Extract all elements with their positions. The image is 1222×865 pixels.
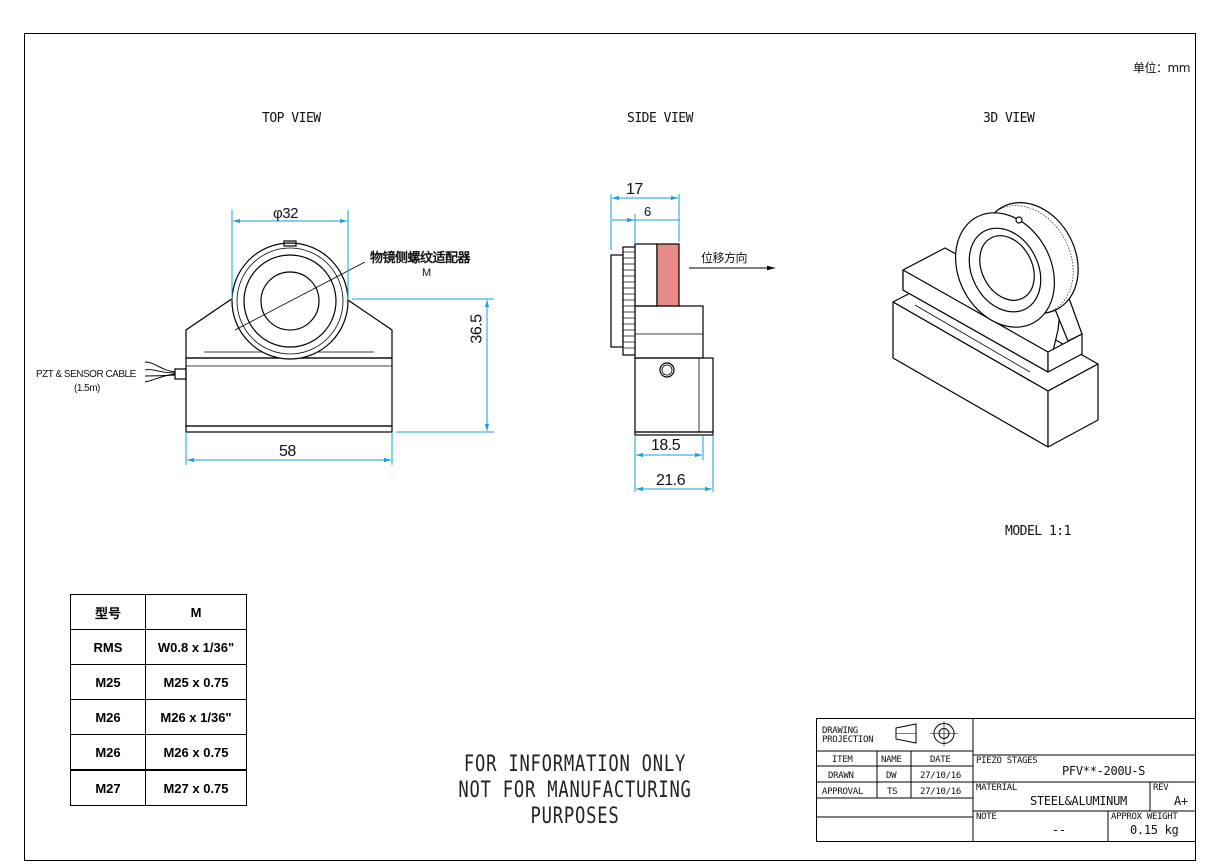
side-view-hole bbox=[659, 362, 675, 378]
note-label: NOTE bbox=[976, 812, 997, 822]
cable-label: PZT & SENSOR CABLE bbox=[36, 369, 136, 380]
product-label: PIEZO STAGES bbox=[976, 756, 1038, 766]
projection-label-1: DRAWING bbox=[822, 726, 858, 736]
dim-17-label: 17 bbox=[626, 181, 643, 198]
side-view-ring-knurl bbox=[622, 246, 636, 356]
thread-table-header-model: 型号 bbox=[70, 594, 146, 630]
table-cell-model: RMS bbox=[70, 629, 146, 665]
col-name: NAME bbox=[881, 755, 902, 765]
width-dim-label: 58 bbox=[279, 443, 296, 460]
col-item: ITEM bbox=[832, 755, 853, 765]
top-view-base bbox=[185, 357, 393, 427]
material-label: MATERIAL bbox=[976, 783, 1017, 793]
table-cell-thread: W0.8 x 1/36" bbox=[145, 629, 247, 665]
weight-label: APPROX WEIGHT bbox=[1111, 812, 1178, 822]
col-date: DATE bbox=[930, 755, 951, 765]
approval-name: TS bbox=[887, 787, 898, 797]
drawn-date: 27/10/16 bbox=[920, 771, 961, 781]
iso-aperture bbox=[979, 235, 1035, 301]
part-number: PFV**-200U-S bbox=[1062, 764, 1146, 778]
projection-symbol-icon bbox=[895, 721, 958, 746]
side-view-title: SIDE VIEW bbox=[627, 111, 693, 126]
projection-label-2: PROJECTION bbox=[822, 735, 874, 745]
dim-21-6-label: 21.6 bbox=[656, 472, 686, 489]
height-dim-label: 36.5 bbox=[468, 314, 486, 344]
diameter-dim-label: φ32 bbox=[273, 205, 298, 222]
material-value: STEEL&ALUMINUM bbox=[1030, 794, 1127, 808]
top-view-tab bbox=[283, 240, 297, 247]
drawing-frame bbox=[24, 33, 1196, 861]
table-row: M27 M27 x 0.75 bbox=[70, 769, 247, 806]
thread-table-header-m: M bbox=[145, 594, 247, 630]
side-view-moving-part bbox=[656, 243, 680, 307]
table-cell-thread: M25 x 0.75 bbox=[145, 664, 247, 700]
title-block-grid bbox=[816, 718, 1196, 842]
table-cell-model: M26 bbox=[70, 699, 146, 735]
iso-base-side bbox=[1047, 363, 1099, 448]
rev-label: REV bbox=[1153, 783, 1169, 793]
model-scale-label: MODEL 1:1 bbox=[1005, 524, 1071, 539]
dim-6-label: 6 bbox=[644, 204, 651, 219]
table-row: M26 M26 x 0.75 bbox=[70, 734, 247, 771]
table-cell-model: M27 bbox=[70, 769, 146, 806]
rev-value: A+ bbox=[1174, 794, 1188, 808]
top-view-aperture bbox=[260, 271, 320, 331]
approval-label: APPROVAL bbox=[822, 787, 863, 797]
weight-value: 0.15 kg bbox=[1130, 823, 1179, 837]
table-cell-model: M25 bbox=[70, 664, 146, 700]
drawn-label: DRAWN bbox=[828, 771, 854, 781]
disclaimer-line-2: NOT FOR MANUFACTURING PURPOSES bbox=[458, 778, 692, 829]
note-value: -- bbox=[1052, 823, 1066, 837]
side-view-ring-front bbox=[610, 254, 624, 348]
table-row: M26 M26 x 1/36" bbox=[70, 699, 247, 735]
table-cell-thread: M26 x 0.75 bbox=[145, 734, 247, 771]
thread-table: 型号 M RMS W0.8 x 1/36" M25 M25 x 0.75 M26… bbox=[70, 594, 247, 806]
top-view bbox=[144, 240, 393, 433]
iso-view bbox=[892, 202, 1099, 448]
table-cell-model: M26 bbox=[70, 734, 146, 771]
cable-length: (1.5m) bbox=[74, 383, 100, 394]
adapter-label: 物镜侧螺纹适配器 bbox=[370, 251, 471, 266]
table-row: M25 M25 x 0.75 bbox=[70, 664, 247, 700]
top-view-title: TOP VIEW bbox=[262, 111, 321, 126]
dim-18-5-label: 18.5 bbox=[651, 437, 681, 454]
top-view-base-foot bbox=[185, 425, 393, 433]
side-view bbox=[610, 243, 775, 436]
direction-label: 位移方向 bbox=[701, 251, 748, 265]
top-view-dimensions bbox=[185, 210, 494, 465]
table-cell-thread: M27 x 0.75 bbox=[145, 769, 247, 806]
disclaimer: FOR INFORMATION ONLY NOT FOR MANUFACTURI… bbox=[423, 752, 727, 830]
drawn-name: DW bbox=[886, 771, 897, 781]
table-cell-thread: M26 x 1/36" bbox=[145, 699, 247, 735]
unit-label: 单位：mm bbox=[1133, 61, 1190, 75]
side-view-dimensions bbox=[610, 194, 714, 492]
side-view-upper bbox=[634, 305, 704, 359]
title-block: DRAWING PROJECTION ITEM NAME DATE DRAWN … bbox=[816, 718, 1196, 842]
table-row: RMS W0.8 x 1/36" bbox=[70, 629, 247, 665]
iso-view-title: 3D VIEW bbox=[983, 111, 1035, 126]
approval-date: 27/10/16 bbox=[920, 787, 961, 797]
disclaimer-line-1: FOR INFORMATION ONLY bbox=[463, 752, 687, 777]
adapter-sub-label: M bbox=[422, 267, 431, 279]
thread-table-header: 型号 M bbox=[70, 594, 247, 630]
